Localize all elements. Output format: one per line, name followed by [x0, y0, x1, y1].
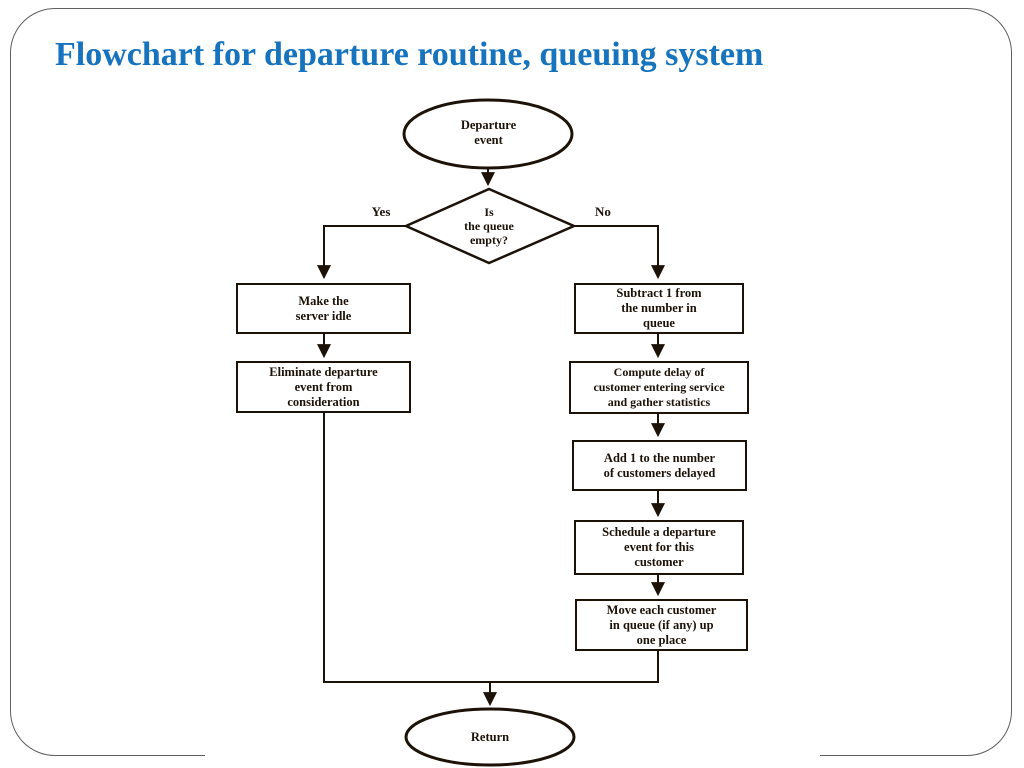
start-node-label: Departure event — [460, 118, 517, 147]
eliminate-node-label: Eliminate departure event from considera… — [269, 364, 378, 409]
add-one-box — [572, 440, 747, 491]
no-edge-label: No — [595, 204, 611, 219]
yes-edge-label: Yes — [371, 204, 391, 219]
edge-decision-make-idle — [317, 225, 406, 280]
edge-decision-subtract — [572, 225, 665, 280]
compute-node-label: Compute delay of customer entering servi… — [593, 365, 725, 409]
slide-title: Flowchart for departure routine, queuing… — [55, 36, 764, 73]
move-up-node-label: Move each customer in queue (if any) up … — [606, 602, 717, 647]
schedule-node-label: Schedule a departure event for this cust… — [602, 525, 716, 569]
subtract-node-label: Subtract 1 from the number in queue — [616, 286, 702, 330]
add-one-node-label: Add 1 to the number of customers delayed — [603, 450, 716, 480]
return-oval-shape — [404, 707, 576, 767]
decision-node-label: Is the queue empty? — [464, 204, 514, 247]
return-node-label: Return — [470, 729, 510, 744]
decision-diamond-shape — [402, 187, 578, 265]
move-up-box — [575, 599, 748, 651]
make-idle-node-label: Make the server idle — [295, 293, 352, 323]
